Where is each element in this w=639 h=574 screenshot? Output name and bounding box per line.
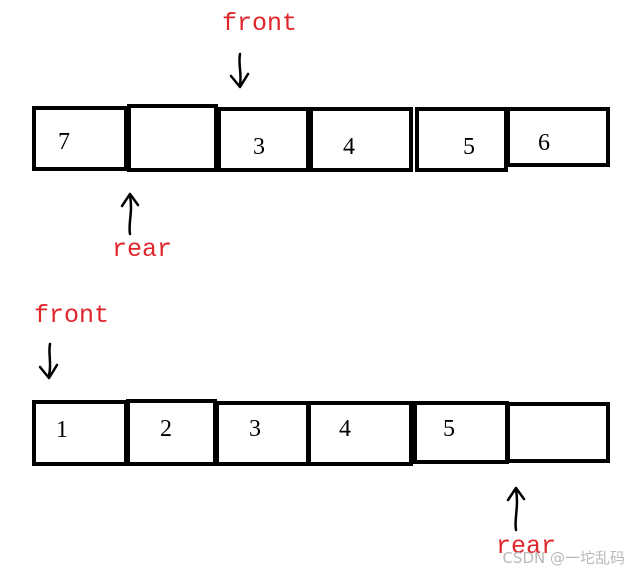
front-label: front — [34, 301, 110, 330]
cell-value: 6 — [538, 130, 550, 156]
rear-arrow-icon — [120, 192, 140, 236]
cell-value: 4 — [339, 416, 351, 442]
queue-cell: 4 — [309, 107, 413, 172]
rear-arrow-icon — [506, 486, 526, 532]
cell-value: 4 — [343, 134, 355, 160]
queue-cell: 3 — [215, 401, 310, 466]
queue-cell: 7 — [32, 106, 128, 171]
cell-value: 5 — [443, 416, 455, 442]
queue-cell: 5 — [413, 401, 509, 464]
front-label: front — [222, 9, 298, 38]
queue-cell: 5 — [415, 107, 508, 172]
cell-value: 3 — [249, 416, 261, 442]
queue-cell: 4 — [307, 401, 413, 466]
rear-label: rear — [112, 235, 173, 264]
front-arrow-icon — [38, 342, 59, 380]
cell-value: 2 — [160, 416, 172, 442]
queue-cell: 2 — [126, 399, 217, 466]
queue-cell: 6 — [506, 107, 610, 167]
cell-value: 3 — [253, 134, 265, 160]
queue-cell — [127, 104, 218, 172]
queue-cell: 1 — [32, 400, 128, 466]
cell-value: 1 — [56, 417, 68, 443]
front-arrow-icon — [229, 52, 250, 89]
rear-label: rear — [496, 532, 557, 561]
cell-value: 7 — [58, 129, 70, 155]
cell-value: 5 — [463, 134, 475, 160]
watermark: CSDN @一坨乱码 — [502, 549, 625, 567]
queue-cell: 3 — [217, 107, 310, 172]
queue-cell — [506, 402, 610, 463]
